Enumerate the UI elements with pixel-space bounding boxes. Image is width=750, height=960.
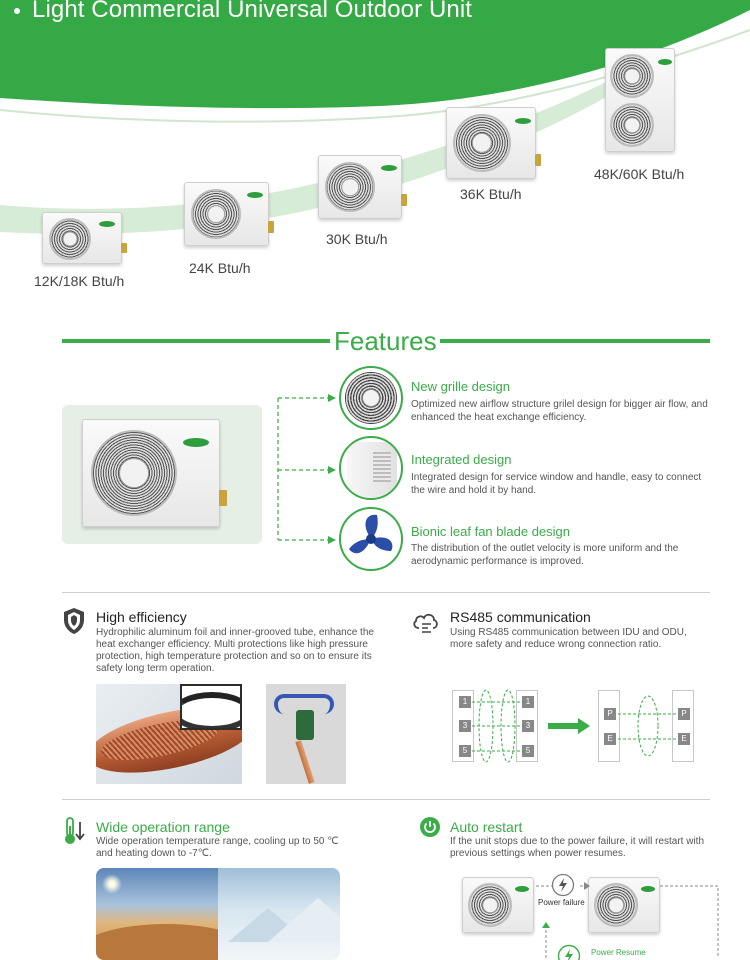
efficiency-desc: Hydrophilic aluminum foil and inner-groo… xyxy=(96,627,374,674)
capacity-label: 48K/60K Btu/h xyxy=(594,166,685,182)
terminal-1-left: 1 xyxy=(459,696,471,708)
valve-icon xyxy=(401,194,407,206)
terminal-5-left: 5 xyxy=(459,745,471,757)
fan-grille-icon xyxy=(191,189,241,239)
brand-logo xyxy=(381,165,397,171)
range-desc: Wide operation temperature range, coolin… xyxy=(96,836,339,859)
rs485-title: RS485 communication xyxy=(450,609,591,625)
unit-30k xyxy=(318,155,407,219)
arrow-right-icon xyxy=(548,718,590,734)
valve-icon xyxy=(535,154,541,166)
restart-desc: If the unit stops due to the power failu… xyxy=(450,836,705,859)
feature-title-blade: Bionic leaf fan blade design xyxy=(411,524,571,539)
brand-logo xyxy=(641,886,655,892)
restart-flow-lines xyxy=(536,882,719,958)
fan-grille-icon xyxy=(594,883,638,927)
power-resume-label: Power Resume xyxy=(591,948,646,957)
card-pointer xyxy=(236,455,262,499)
bullet-icon xyxy=(14,7,20,14)
feature-title-grille: New grille design xyxy=(411,379,510,394)
unit-24k xyxy=(184,182,274,246)
capacity-label: 24K Btu/h xyxy=(189,260,251,276)
power-failure-icon xyxy=(551,873,575,897)
wiring-lines xyxy=(472,689,524,763)
feature-desc-grille: Optimized new airflow structure grilel d… xyxy=(411,399,708,423)
desert-photo xyxy=(96,868,218,960)
restart-title: Auto restart xyxy=(450,819,523,835)
brand-logo xyxy=(99,221,115,227)
unit-48k xyxy=(605,48,675,152)
restart-unit-after xyxy=(588,877,660,933)
section-divider xyxy=(62,592,710,593)
brand-logo xyxy=(183,438,209,447)
terminal-p-left: P xyxy=(604,708,616,720)
cloud-link-icon xyxy=(413,613,438,633)
rs485-wiring-lines xyxy=(618,695,678,757)
section-divider xyxy=(62,799,710,800)
terminal-3-left: 3 xyxy=(459,720,471,732)
fan-grille-icon xyxy=(453,114,511,172)
power-failure-label: Power failure xyxy=(538,898,585,907)
unit-36k xyxy=(446,107,541,179)
power-resume-icon xyxy=(557,944,581,960)
page-title-text: Light Commercial Universal Outdoor Unit xyxy=(32,0,473,23)
unit-12k xyxy=(42,212,127,264)
feature-title-integrated: Integrated design xyxy=(411,452,512,467)
fan-grille-icon xyxy=(468,883,512,927)
capacity-label: 12K/18K Btu/h xyxy=(34,273,125,289)
features-title: Features xyxy=(334,326,437,356)
capacity-label: 30K Btu/h xyxy=(326,231,388,247)
valve-icon xyxy=(268,221,274,233)
page-title: Light Commercial Universal Outdoor Unit xyxy=(14,0,472,24)
terminal-5-right: 5 xyxy=(522,745,534,757)
copper-tube-photo xyxy=(96,684,242,784)
fan-grille-icon xyxy=(610,54,654,98)
terminal-e-right: E xyxy=(678,733,690,745)
fan-grille-icon xyxy=(49,218,91,260)
capacity-label: 36K Btu/h xyxy=(460,186,522,202)
feature-desc-integrated: Integrated design for service window and… xyxy=(411,472,702,496)
featured-unit-card xyxy=(62,405,262,544)
brand-logo xyxy=(515,886,529,892)
terminal-3-right: 3 xyxy=(522,720,534,732)
grille-detail-image xyxy=(339,366,403,430)
restart-unit-before xyxy=(462,877,534,933)
fan-grille-icon xyxy=(325,162,375,212)
pressure-switch-photo xyxy=(266,684,346,784)
terminal-1-right: 1 xyxy=(522,696,534,708)
rs485-desc: Using RS485 communication between IDU an… xyxy=(450,627,687,650)
fan-blade-image xyxy=(339,507,403,571)
integrated-detail-image xyxy=(339,436,403,500)
terminal-p-right: P xyxy=(678,708,690,720)
features-divider-left xyxy=(62,339,330,343)
power-icon xyxy=(420,817,440,837)
brand-logo xyxy=(515,118,531,124)
valve-icon xyxy=(219,490,227,506)
terminal-e-left: E xyxy=(604,733,616,745)
fan-grille-icon xyxy=(610,103,654,147)
shield-icon xyxy=(64,608,84,634)
feature-desc-blade: The distribution of the outlet velocity … xyxy=(411,543,679,567)
brand-logo xyxy=(658,59,672,65)
fan-blade-icon xyxy=(349,514,393,554)
featured-unit xyxy=(82,419,227,527)
connector-lines xyxy=(277,394,336,544)
valve-icon xyxy=(121,243,127,253)
range-title: Wide operation range xyxy=(96,819,230,835)
thermometer-icon xyxy=(65,817,85,844)
fan-grille-icon xyxy=(91,430,177,516)
features-divider-right xyxy=(440,339,710,343)
efficiency-title: High efficiency xyxy=(96,609,187,625)
brand-logo xyxy=(247,192,263,198)
snow-photo xyxy=(218,868,340,960)
